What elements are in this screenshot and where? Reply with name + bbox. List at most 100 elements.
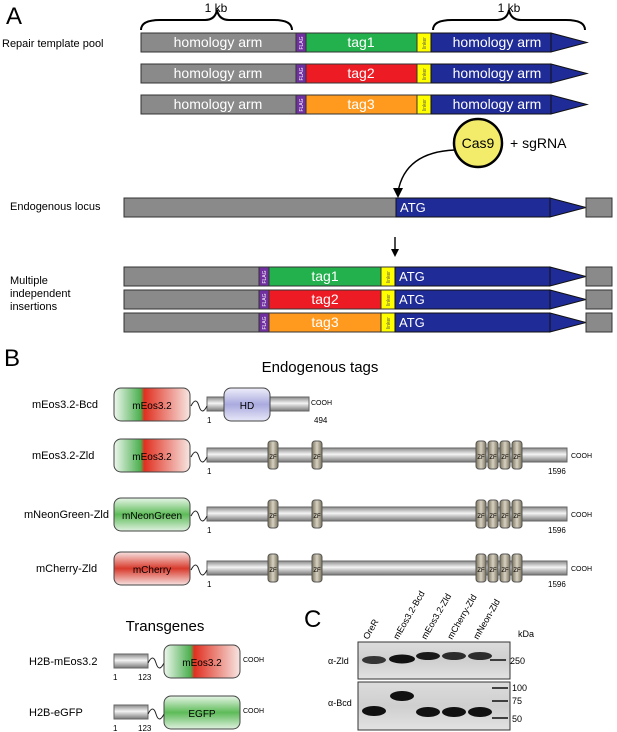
zinc-finger (511, 499, 523, 529)
zinc-finger (511, 553, 523, 583)
zf-label: ZF (313, 568, 321, 574)
flag-label: FLAG (299, 36, 305, 49)
insertion-tag2: FLAG tag2 linker ATG (123, 289, 613, 310)
start-residue: 1 (207, 467, 212, 476)
down-arrow-head (391, 249, 399, 257)
gene-arrow (549, 266, 588, 287)
zf-label: ZF (477, 568, 485, 574)
repair-template-tag1: homology arm FLAG tag1 linker homology a… (140, 32, 589, 53)
blot-zld (357, 641, 511, 680)
zinc-finger (499, 553, 511, 583)
band (468, 707, 492, 717)
linker-label: linker (386, 294, 392, 306)
atg-label: ATG (399, 292, 425, 307)
sgrna-label: + sgRNA (510, 135, 567, 151)
construct-name: mCherry-Zld (36, 563, 97, 575)
locus-downstream (585, 289, 613, 310)
insertion-tag3: FLAG tag3 linker ATG (123, 312, 613, 333)
flag-label: FLAG (299, 98, 305, 111)
tag3-label: tag3 (311, 314, 338, 330)
tag3-label: tag3 (347, 96, 374, 112)
cooh-label: COOH (571, 453, 592, 460)
zf-label: ZF (489, 568, 497, 574)
gene-arrow (550, 32, 589, 53)
zinc-finger (267, 440, 279, 470)
homology-arm-right-label: homology arm (453, 65, 542, 81)
right-kb-brace (432, 9, 586, 31)
insertion-tag1: FLAG tag1 linker ATG (123, 266, 613, 287)
fp-label: mCherry (133, 565, 171, 576)
zf-label: ZF (513, 455, 521, 461)
construct-name: mEos3.2-Bcd (32, 399, 98, 411)
construct-mneongreen-zld: mNeonGreen-Zld mNeonGreen ZF ZF ZF ZF ZF… (24, 497, 592, 535)
anti-zld-label: α-Zld (328, 656, 349, 666)
zinc-finger (311, 499, 323, 529)
zf-label: ZF (501, 568, 509, 574)
homology-arm-right-label: homology arm (453, 34, 542, 50)
band (442, 652, 466, 660)
linker-label: linker (386, 317, 392, 329)
tag2-label: tag2 (347, 65, 374, 81)
transgene-h2b-meos: H2B-mEos3.2 mEos3.2 COOH 1 123 (29, 644, 264, 682)
construct-meos-bcd: mEos3.2-Bcd mEos3.2 HD COOH 1 494 (32, 387, 332, 425)
zf-label: ZF (313, 455, 321, 461)
tag1-label: tag1 (347, 34, 374, 50)
construct-mcherry-zld: mCherry-Zld mCherry ZF ZF ZF ZF ZF ZF CO… (36, 551, 592, 589)
end-residue: 1596 (548, 467, 566, 476)
locus-upstream (123, 312, 260, 333)
zinc-finger (311, 553, 323, 583)
homology-arm-left-label: homology arm (174, 65, 263, 81)
end-residue: 494 (314, 416, 328, 425)
locus-upstream (123, 266, 260, 287)
fp-domain (113, 387, 191, 422)
repair-template-tag2: homology arm FLAG tag2 linker homology a… (140, 63, 589, 84)
fp-domain (163, 644, 241, 679)
marker-75: 75 (512, 696, 522, 706)
locus-upstream (123, 289, 260, 310)
construct-name: H2B-eGFP (29, 707, 83, 719)
band (389, 654, 415, 664)
endogenous-locus-label: Endogenous locus (10, 201, 101, 213)
flexible-linker (147, 657, 165, 669)
flag-label: FLAG (299, 67, 305, 80)
panel-b-letter: B (4, 345, 20, 372)
construct-name: H2B-mEos3.2 (29, 656, 97, 668)
zinc-finger (487, 499, 499, 529)
end-residue: 1596 (548, 526, 566, 535)
locus-downstream (585, 266, 613, 287)
zf-label: ZF (501, 514, 509, 520)
zinc-finger (511, 440, 523, 470)
band (390, 691, 414, 701)
end-residue: 123 (138, 673, 152, 682)
marker-50: 50 (512, 714, 522, 724)
left-kb-label: 1 kb (205, 1, 228, 15)
zf-label: ZF (513, 514, 521, 520)
homology-arm-left-label: homology arm (174, 34, 263, 50)
cooh-label: COOH (311, 400, 332, 407)
fp-domain (163, 695, 241, 730)
h2b-backbone (113, 704, 149, 720)
linker-label: linker (422, 99, 428, 111)
zf-label: ZF (269, 455, 277, 461)
construct-meos-zld: mEos3.2-Zld mEos3.2 ZF ZF ZF ZF ZF ZF CO… (32, 438, 592, 476)
atg-label: ATG (399, 315, 425, 330)
fp-label: mNeonGreen (122, 511, 182, 522)
zf-label: ZF (477, 455, 485, 461)
flexible-linker (190, 510, 208, 522)
flag-label: FLAG (262, 293, 268, 306)
flag-label: FLAG (262, 316, 268, 329)
start-residue: 1 (113, 724, 118, 732)
linker-label: linker (422, 37, 428, 49)
cut-arrow-line (397, 149, 456, 193)
lane-label-orer: OreR (361, 617, 381, 641)
panel-c-letter: C (304, 606, 321, 633)
flag-label: FLAG (262, 270, 268, 283)
atg-label: ATG (400, 200, 426, 215)
fp-domain (113, 497, 191, 532)
cas9-circle (452, 117, 504, 169)
fp-label: mEos3.2 (182, 658, 222, 669)
band (442, 707, 466, 717)
start-residue: 1 (207, 580, 212, 589)
marker-100: 100 (512, 683, 527, 693)
zinc-finger (311, 440, 323, 470)
